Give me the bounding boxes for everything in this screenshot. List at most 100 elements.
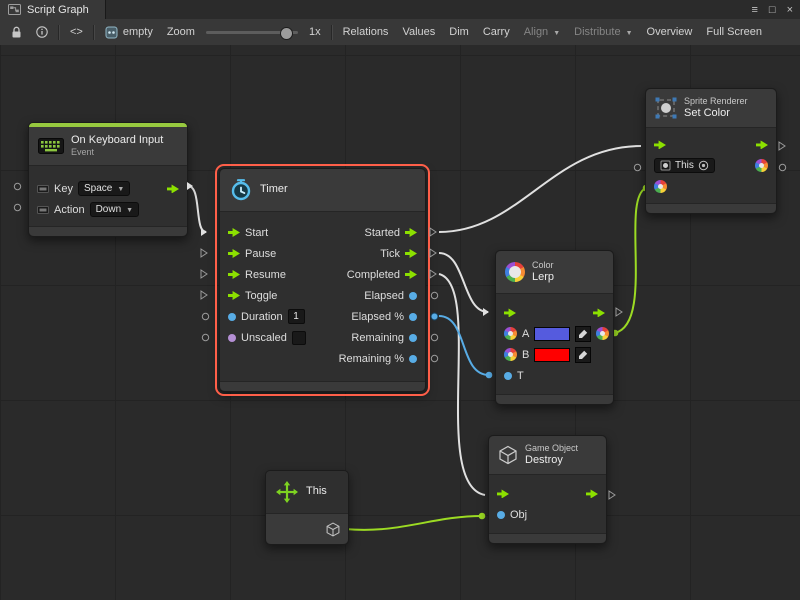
object-picker-icon[interactable] xyxy=(698,160,709,171)
code-view-button[interactable]: <> xyxy=(63,19,90,45)
flow-output-port[interactable] xyxy=(405,249,417,258)
color-wheel-icon[interactable] xyxy=(504,327,517,340)
node-header[interactable]: This xyxy=(266,471,348,513)
flow-output-port[interactable] xyxy=(405,270,417,279)
action-dropdown[interactable]: Down ▼ xyxy=(90,202,140,217)
wire-completed-to-destroy[interactable] xyxy=(439,274,485,495)
color-wheel-icon[interactable] xyxy=(596,327,609,340)
duration-input[interactable]: 1 xyxy=(288,309,305,324)
align-dropdown-button[interactable]: Align▼ xyxy=(517,19,567,45)
fullscreen-button[interactable]: Full Screen xyxy=(699,19,769,45)
value-port-marker[interactable] xyxy=(633,163,642,172)
node-footer xyxy=(266,513,348,544)
flow-input-port[interactable] xyxy=(228,270,240,279)
flow-input-port[interactable] xyxy=(497,489,509,498)
flow-port-marker[interactable] xyxy=(200,227,208,237)
value-output-port[interactable] xyxy=(409,313,417,321)
flow-output-port[interactable] xyxy=(593,308,605,317)
node-header[interactable]: Color Lerp xyxy=(496,251,613,294)
node-destroy[interactable]: Game Object Destroy Obj xyxy=(488,435,607,544)
flow-input-port[interactable] xyxy=(228,228,240,237)
flow-port-marker[interactable] xyxy=(608,490,616,500)
flow-input-port[interactable] xyxy=(228,249,240,258)
color-wheel-icon[interactable] xyxy=(504,348,517,361)
flow-input-port[interactable] xyxy=(654,140,666,149)
node-timer[interactable]: Timer Start Started Pause Tick Resume Co… xyxy=(219,168,426,392)
flow-port-marker[interactable] xyxy=(200,248,208,258)
graph-asset-indicator[interactable]: empty xyxy=(98,19,160,45)
wire-keyboard-to-timer-start[interactable] xyxy=(188,186,206,232)
value-port-marker[interactable] xyxy=(13,182,22,191)
flow-port-marker[interactable] xyxy=(186,181,194,191)
values-button[interactable]: Values xyxy=(395,19,442,45)
flow-port-marker[interactable] xyxy=(429,227,437,237)
flow-output-port[interactable] xyxy=(756,140,768,149)
eyedropper-button[interactable] xyxy=(575,326,591,342)
flow-port-marker[interactable] xyxy=(200,269,208,279)
flow-port-marker[interactable] xyxy=(200,290,208,300)
color-wheel-icon[interactable] xyxy=(654,180,667,193)
window-maximize-icon[interactable]: □ xyxy=(769,4,776,16)
target-object-field[interactable]: This xyxy=(654,158,715,173)
value-output-port[interactable] xyxy=(409,334,417,342)
wire-elapsedpct-to-t[interactable] xyxy=(439,316,489,375)
value-input-port[interactable] xyxy=(504,372,512,380)
key-dropdown[interactable]: Space ▼ xyxy=(78,181,130,196)
flow-port-marker[interactable] xyxy=(482,307,490,317)
node-header[interactable]: Game Object Destroy xyxy=(489,436,606,475)
flow-input-port[interactable] xyxy=(228,291,240,300)
overview-button[interactable]: Overview xyxy=(640,19,700,45)
color-wheel-icon[interactable] xyxy=(755,159,768,172)
lock-button[interactable] xyxy=(4,19,29,45)
carry-button[interactable]: Carry xyxy=(476,19,517,45)
flow-output-port[interactable] xyxy=(405,228,417,237)
zoom-slider[interactable] xyxy=(206,31,298,34)
value-output-port[interactable] xyxy=(409,355,417,363)
zoom-slider-knob[interactable] xyxy=(280,27,293,40)
flow-port-marker[interactable] xyxy=(615,307,623,317)
node-on-keyboard-input[interactable]: On Keyboard Input Event Key Space ▼ xyxy=(28,122,188,237)
flow-port-marker[interactable] xyxy=(429,269,437,279)
color-wheel-icon xyxy=(505,262,525,282)
flow-output-port[interactable] xyxy=(586,489,598,498)
value-port-marker[interactable] xyxy=(13,203,22,212)
distribute-dropdown-button[interactable]: Distribute▼ xyxy=(567,19,639,45)
dim-button[interactable]: Dim xyxy=(442,19,476,45)
value-input-port[interactable] xyxy=(228,334,236,342)
value-port-marker[interactable] xyxy=(430,291,439,300)
key-icon xyxy=(37,206,49,214)
node-set-color[interactable]: Sprite Renderer Set Color This xyxy=(645,88,777,214)
node-this[interactable]: This xyxy=(265,470,349,545)
value-port-marker[interactable] xyxy=(201,333,210,342)
wire-this-to-destroy-obj[interactable] xyxy=(345,516,482,530)
value-port-marker[interactable] xyxy=(430,333,439,342)
color-swatch-a[interactable] xyxy=(534,327,570,341)
node-header[interactable]: On Keyboard Input Event xyxy=(29,127,187,166)
node-color-lerp[interactable]: Color Lerp A xyxy=(495,250,614,405)
tab-script-graph[interactable]: Script Graph xyxy=(0,0,106,19)
node-header[interactable]: Sprite Renderer Set Color xyxy=(646,89,776,128)
value-port-marker[interactable] xyxy=(430,354,439,363)
value-input-port[interactable] xyxy=(497,511,505,519)
flow-input-port[interactable] xyxy=(504,308,516,317)
flow-output-port[interactable] xyxy=(167,184,179,193)
window-close-icon[interactable]: × xyxy=(787,4,793,16)
relations-button[interactable]: Relations xyxy=(336,19,396,45)
window-menu-icon[interactable]: ≡ xyxy=(751,4,757,16)
wire-tick-to-lerp[interactable] xyxy=(439,253,488,312)
value-port-marker[interactable] xyxy=(201,312,210,321)
inspect-button[interactable] xyxy=(29,19,55,45)
value-port-marker[interactable] xyxy=(778,163,787,172)
value-input-port[interactable] xyxy=(228,313,236,321)
flow-port-marker[interactable] xyxy=(429,248,437,258)
gameobject-cube-port[interactable] xyxy=(326,522,340,537)
value-port-marker[interactable] xyxy=(430,312,439,321)
wire-started-to-setcolor[interactable] xyxy=(439,146,641,232)
node-header[interactable]: Timer xyxy=(220,169,425,212)
flow-port-marker[interactable] xyxy=(778,141,786,151)
graph-canvas[interactable]: On Keyboard Input Event Key Space ▼ xyxy=(0,45,800,600)
color-swatch-b[interactable] xyxy=(534,348,570,362)
value-output-port[interactable] xyxy=(409,292,417,300)
unscaled-checkbox[interactable] xyxy=(292,331,306,345)
eyedropper-button[interactable] xyxy=(575,347,591,363)
